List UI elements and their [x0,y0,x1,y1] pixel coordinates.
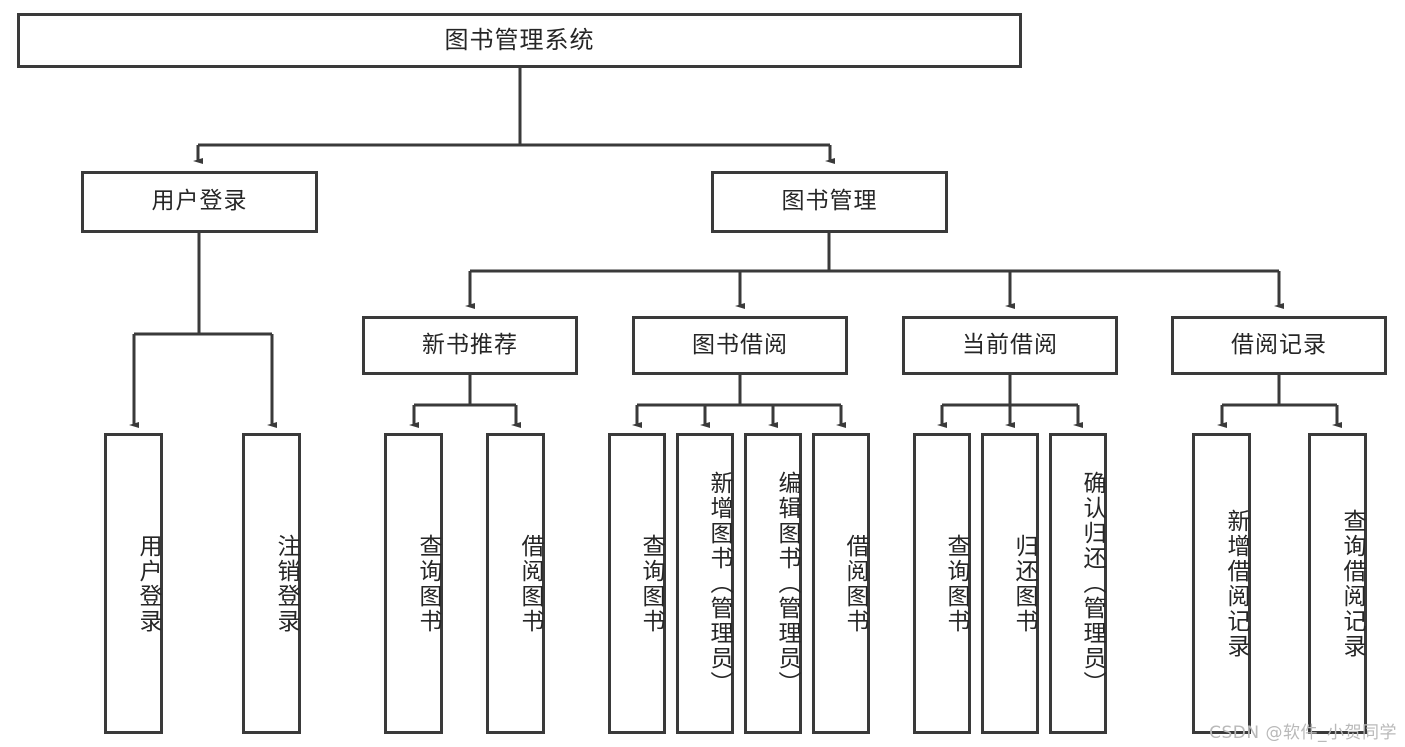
node-new-book-recommend[interactable]: 新书推荐 [362,316,578,375]
leaf-records-add-record[interactable]: 新增借阅记录 [1192,433,1251,734]
node-label: 归还图书 [1011,533,1037,634]
node-label: 用户登录 [151,188,248,215]
node-book-management[interactable]: 图书管理 [711,171,948,233]
node-label: 查询图书 [943,533,969,634]
leaf-records-query-record[interactable]: 查询借阅记录 [1308,433,1367,734]
leaf-user-login-logout[interactable]: 注销登录 [242,433,301,734]
leaf-borrow-add-book[interactable]: 新增图书（管理员） [676,433,734,734]
leaf-current-confirm-return[interactable]: 确认归还（管理员） [1049,433,1107,734]
node-label: 查询图书 [638,533,664,634]
leaf-new-book-borrow-book[interactable]: 借阅图书 [486,433,545,734]
node-label: 新增借阅记录 [1223,508,1249,659]
node-label: 确认归还（管理员） [1079,471,1105,696]
node-label: 编辑图书（管理员） [774,471,800,696]
csdn-watermark: CSDN @软件_小贺同学 [1209,723,1397,743]
node-root-system[interactable]: 图书管理系统 [17,13,1022,68]
node-book-borrow[interactable]: 图书借阅 [632,316,848,375]
node-current-borrow[interactable]: 当前借阅 [902,316,1118,375]
node-label: 新增图书（管理员） [706,471,732,696]
node-label: 查询图书 [415,533,441,634]
node-label: 借阅图书 [517,533,543,634]
leaf-borrow-borrow-book[interactable]: 借阅图书 [812,433,870,734]
node-label: 查询借阅记录 [1339,508,1365,659]
node-label: 借阅记录 [1231,331,1327,358]
node-label: 注销登录 [273,533,299,634]
node-label: 借阅图书 [842,533,868,634]
leaf-current-query-book[interactable]: 查询图书 [913,433,971,734]
leaf-borrow-query-book[interactable]: 查询图书 [608,433,666,734]
node-label: 图书管理系统 [444,26,595,55]
node-borrow-records[interactable]: 借阅记录 [1171,316,1387,375]
node-label: 用户登录 [135,533,161,634]
leaf-user-login-login[interactable]: 用户登录 [104,433,163,734]
leaf-current-return-book[interactable]: 归还图书 [981,433,1039,734]
leaf-new-book-query-book[interactable]: 查询图书 [384,433,443,734]
leaf-borrow-edit-book[interactable]: 编辑图书（管理员） [744,433,802,734]
node-label: 图书管理 [781,188,878,215]
node-user-login[interactable]: 用户登录 [81,171,318,233]
node-label: 图书借阅 [692,331,788,358]
node-label: 当前借阅 [962,331,1058,358]
node-label: 新书推荐 [422,331,518,358]
